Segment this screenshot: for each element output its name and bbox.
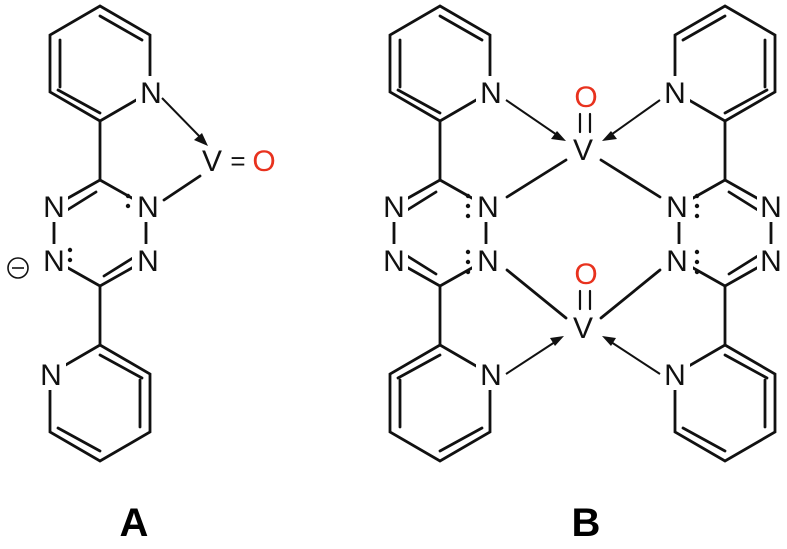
- panel-label-a: A: [120, 501, 149, 545]
- pyridine-ring-top-a: [48, 4, 152, 123]
- atom-n-right-tetrazine-2: N: [760, 191, 782, 224]
- pyridine-ring-bottom-left-b: [388, 343, 492, 463]
- pyridine-ring-top-left-b: [388, 4, 492, 123]
- negative-charge-icon: [7, 257, 29, 279]
- atom-n-left-tetrazine-4: N: [477, 245, 499, 278]
- atom-oxygen-bottom: O: [574, 258, 597, 291]
- atom-n-right-tetrazine-4: N: [760, 245, 782, 278]
- lone-pair-dot: [125, 203, 131, 209]
- lone-pair-dot: [67, 257, 73, 263]
- arrow-head-icon: [194, 133, 208, 146]
- atom-n-pyridine-top-left: N: [480, 77, 502, 110]
- atom-n-tetrazine-1: N: [43, 191, 65, 224]
- atom-n-pyridine-top-right: N: [664, 77, 686, 110]
- atom-n-pyridine-bottom-left: N: [480, 359, 502, 392]
- atom-n-left-tetrazine-3: N: [383, 245, 405, 278]
- atom-n-right-tetrazine-3: N: [666, 245, 688, 278]
- atom-n-pyridine-top: N: [140, 77, 162, 110]
- atom-n-tetrazine-4: N: [137, 245, 159, 278]
- atom-vanadium-top: V: [573, 134, 593, 167]
- atom-n-tetrazine-3: N: [43, 245, 65, 278]
- lone-pair-dot: [125, 193, 131, 199]
- atom-vanadium: V: [202, 145, 222, 178]
- complex-a: N N N N N: [7, 4, 276, 545]
- double-bond-symbol: =: [230, 146, 245, 176]
- atom-n-pyridine-bottom: N: [40, 359, 62, 392]
- atom-n-left-tetrazine-1: N: [383, 191, 405, 224]
- atom-n-pyridine-bottom-right: N: [664, 359, 686, 392]
- atom-oxygen-top: O: [574, 81, 597, 114]
- atom-vanadium-bottom: V: [573, 312, 593, 345]
- atom-n-tetrazine-2: N: [137, 191, 159, 224]
- lone-pair-dot: [67, 247, 73, 253]
- complex-b: N N N N N N: [378, 4, 787, 545]
- atom-n-right-tetrazine-1: N: [666, 191, 688, 224]
- atom-n-left-tetrazine-2: N: [477, 191, 499, 224]
- atom-oxygen: O: [252, 145, 275, 178]
- panel-label-b: B: [572, 501, 601, 545]
